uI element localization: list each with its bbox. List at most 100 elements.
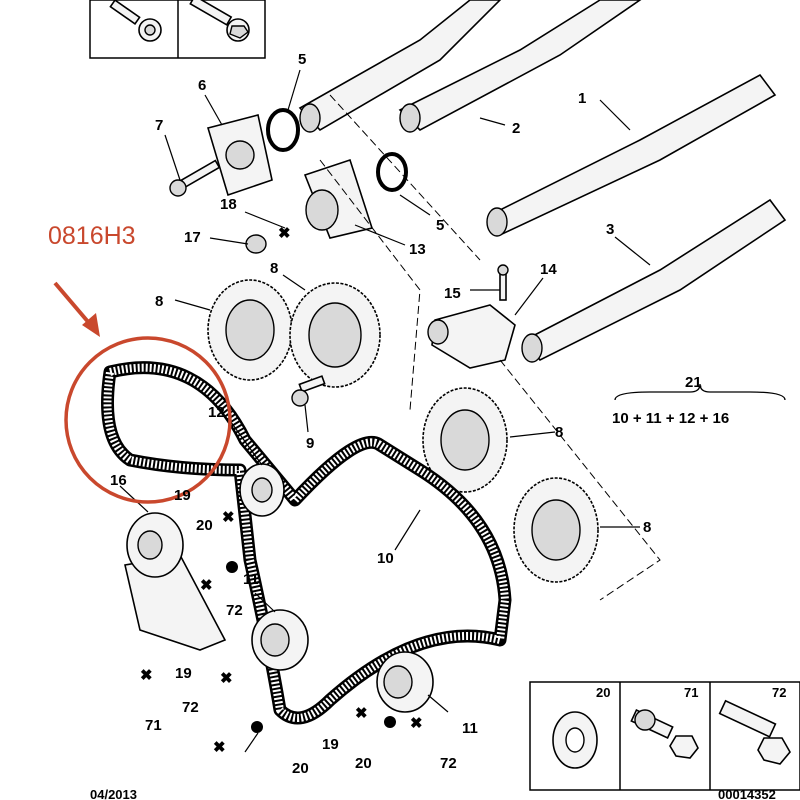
svg-text:✖: ✖: [200, 577, 213, 594]
part-label-15: 15: [444, 285, 461, 302]
part-label-19: 19: [174, 487, 191, 504]
cross-marker: ✖: [200, 577, 213, 594]
part-label-18: 18: [220, 196, 237, 213]
bolt: [169, 159, 221, 197]
arrow-head-icon: [82, 313, 100, 337]
seal-ring: [376, 152, 408, 192]
part-label-14: 14: [540, 261, 557, 278]
leader-line: [244, 211, 286, 229]
plug: [245, 234, 267, 254]
part-label-7: 7: [155, 117, 163, 134]
leader-line: [479, 117, 506, 126]
leader-line: [509, 431, 556, 438]
bolt-icon: [718, 699, 791, 765]
part-label-20: 20: [292, 760, 309, 777]
kit-label: 21: [685, 374, 702, 391]
annotation-code: 0816H3: [48, 222, 136, 250]
tensioner-roller: [239, 463, 285, 517]
leader-line: [394, 509, 421, 551]
part-label-12: 12: [208, 404, 225, 421]
cross-marker: ✖: [220, 670, 233, 687]
tensioner-bracket: [427, 264, 516, 369]
assembly-line: [319, 159, 421, 411]
svg-text:✖: ✖: [355, 705, 368, 722]
leader-line: [399, 194, 431, 216]
part-label-19: 19: [175, 665, 192, 682]
camshaft-upper: [298, 0, 502, 133]
leader-line: [227, 417, 263, 466]
leader-line: [119, 485, 149, 513]
dot-marker: [384, 716, 396, 728]
svg-text:✖: ✖: [220, 670, 233, 687]
camshaft-2: [398, 0, 642, 133]
phaser-actuator: [303, 158, 374, 239]
part-label-72: 72: [182, 699, 199, 716]
leader-line: [304, 404, 309, 433]
assembly-line: [329, 94, 481, 261]
cam-pulley: [207, 279, 293, 381]
cross-marker: ✖: [222, 509, 235, 526]
cross-marker: ✖: [140, 667, 153, 684]
cam-pulley: [422, 387, 508, 493]
part-label-72: 72: [440, 755, 457, 772]
footer-date: 04/2013: [90, 787, 137, 800]
kit-contents: 10 + 11 + 12 + 16: [612, 410, 729, 427]
inset-label-71: 71: [684, 685, 698, 700]
part-label-5: 5: [298, 51, 306, 68]
svg-text:✖: ✖: [222, 509, 235, 526]
leader-line: [164, 134, 181, 181]
part-label-6: 6: [198, 77, 206, 94]
leader-line: [204, 94, 223, 126]
cross-marker: ✖: [355, 705, 368, 722]
idler-roller: [251, 609, 309, 671]
part-label-8: 8: [643, 519, 651, 536]
seal-ring: [266, 108, 300, 152]
svg-text:✖: ✖: [140, 667, 153, 684]
svg-text:✖: ✖: [278, 225, 291, 242]
part-label-8: 8: [155, 293, 163, 310]
gear-bolt-icon: [109, 0, 162, 42]
cross-marker: ✖: [213, 739, 226, 756]
camshaft-1: [486, 73, 777, 237]
top-inset-box: [89, 0, 266, 59]
footer-ref: 00014352: [718, 787, 776, 800]
bolt-with-washer-icon: [630, 709, 699, 759]
svg-text:✖: ✖: [213, 739, 226, 756]
pulley-bolt: [291, 375, 326, 407]
leader-line: [254, 592, 276, 613]
part-label-10: 10: [377, 550, 394, 567]
dot-marker: [226, 561, 238, 573]
washer-icon: [552, 711, 598, 769]
leader-line: [354, 224, 406, 246]
part-label-13: 13: [409, 241, 426, 258]
kit-brace: [614, 383, 786, 401]
idler-roller: [376, 651, 434, 713]
bolt-icon: [189, 0, 250, 42]
camshaft-housing: [206, 114, 273, 197]
inset-label-72: 72: [772, 685, 786, 700]
leader-line: [209, 237, 249, 245]
part-label-8: 8: [270, 260, 278, 277]
part-label-17: 17: [184, 229, 201, 246]
part-label-5: 5: [436, 217, 444, 234]
part-label-20: 20: [355, 755, 372, 772]
leader-line: [427, 694, 449, 713]
cam-pulley: [289, 282, 381, 388]
part-label-11: 11: [462, 720, 478, 737]
highlight-circle: [64, 336, 232, 504]
part-label-16: 16: [110, 472, 127, 489]
svg-text:✖: ✖: [410, 715, 423, 732]
cross-marker: ✖: [278, 225, 291, 242]
part-label-19: 19: [322, 736, 339, 753]
part-label-11: 11: [243, 571, 259, 588]
camshaft-3: [521, 198, 787, 363]
leader-line: [514, 277, 544, 316]
leader-line: [287, 69, 301, 111]
part-label-71: 71: [145, 717, 162, 734]
bottom-inset-box: [529, 681, 800, 791]
leader-line: [174, 299, 211, 311]
inset-label-20: 20: [596, 685, 610, 700]
annotation-marker: [53, 281, 232, 504]
